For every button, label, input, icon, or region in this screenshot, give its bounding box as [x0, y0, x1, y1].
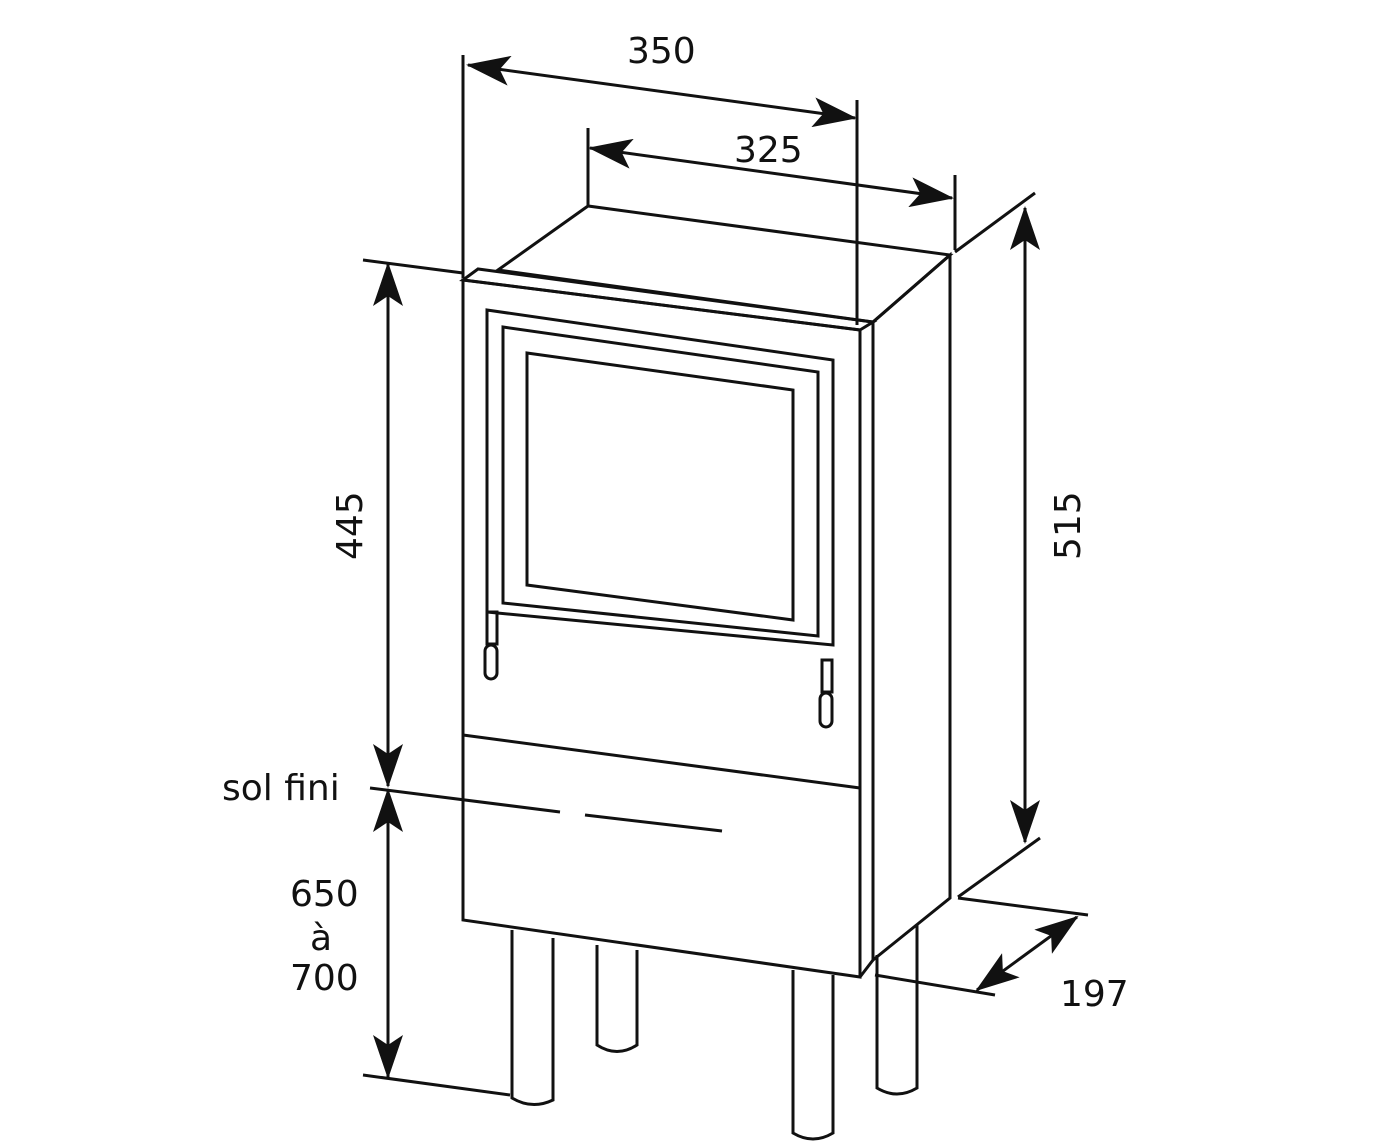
dimension-arrow — [466, 55, 857, 128]
extension-line — [362, 258, 464, 275]
leg — [595, 945, 639, 1053]
leg — [791, 970, 835, 1141]
width-325-label: 325 — [734, 130, 803, 171]
dimension-arrow — [975, 915, 1079, 992]
extension-line — [362, 1073, 511, 1097]
drawer-divider — [462, 733, 861, 790]
appliance-body — [459, 204, 954, 979]
legs — [510, 925, 919, 1141]
dimension-arrow — [588, 138, 954, 208]
dimension-197: 197 — [874, 896, 1129, 1015]
dimension-350: 350 — [461, 31, 859, 325]
extension-line — [874, 973, 996, 997]
side-face — [871, 251, 952, 964]
leg — [510, 930, 555, 1106]
leg — [875, 925, 919, 1096]
width-350-label: 350 — [627, 31, 696, 72]
floor-height-max: 700 — [290, 958, 359, 999]
floor-line: sol fini — [222, 768, 723, 833]
door-outer-frame — [485, 308, 835, 647]
height-515-label: 515 — [1048, 491, 1089, 560]
depth-197-label: 197 — [1060, 974, 1129, 1015]
extension-line — [954, 191, 1036, 254]
hinge-left-slot — [483, 643, 499, 681]
hinge-right-slot — [818, 691, 834, 729]
height-445-label: 445 — [330, 491, 371, 560]
hinge-right — [820, 658, 834, 694]
door-window — [525, 351, 795, 622]
top-face — [494, 204, 954, 324]
front-edge-strip — [459, 267, 878, 332]
extension-line — [957, 836, 1041, 899]
floor-line-segment — [369, 786, 561, 814]
floor-height-min: 650 — [290, 874, 359, 915]
dimension-515: 515 — [954, 191, 1089, 899]
dimension-445: 445 — [330, 258, 464, 788]
dimension-650-700: 650 à 700 — [290, 788, 511, 1097]
floor-label: sol fini — [222, 768, 340, 809]
floor-height-to: à — [310, 918, 332, 959]
floor-line-segment — [584, 813, 723, 833]
side-strip-bottom — [858, 959, 875, 978]
extension-line — [957, 896, 1089, 917]
hinge-left — [485, 610, 499, 646]
door-inner-frame — [501, 325, 820, 638]
dimension-325: 325 — [586, 128, 957, 250]
